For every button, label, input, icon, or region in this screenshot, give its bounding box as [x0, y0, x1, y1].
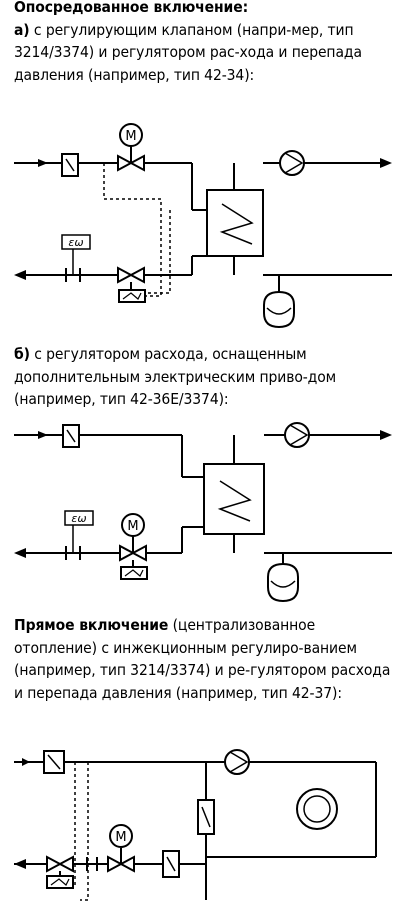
section-2-text: б) с регулятором расхода, оснащенным доп… — [14, 343, 394, 411]
motor-icon — [119, 123, 143, 147]
heat-meter-label: εω — [68, 236, 83, 249]
motor-icon — [121, 513, 145, 537]
flow-sensor-mark — [65, 158, 75, 172]
heat-meter-label: εω — [71, 512, 86, 525]
item-b-description: с регулятором расхода, оснащенным дополн… — [14, 345, 337, 408]
impulse-line-2 — [145, 210, 171, 294]
regulator-spring — [122, 292, 142, 300]
pump-icon — [279, 150, 305, 176]
expansion-vessel-membrane — [266, 307, 292, 315]
motor-label: M — [115, 830, 126, 845]
pump-symbol — [284, 152, 304, 174]
section-3-text: Прямое включение (централизованное отопл… — [14, 614, 394, 704]
direct-connection-heading: Прямое включение — [14, 616, 169, 634]
diagram-indirect-flow-regulator: εω M — [14, 422, 392, 603]
regulator-actuator-icon — [118, 289, 146, 303]
secondary-flow-arrow-icon — [380, 158, 392, 168]
flow-regulator-left-icon — [117, 266, 134, 284]
heat-exchanger — [206, 189, 264, 257]
item-b-marker: б) — [14, 345, 30, 363]
flow-arrow-icon — [22, 758, 30, 766]
heat-exchanger-coil — [219, 203, 254, 245]
diagram-direct-injection: M — [14, 749, 377, 901]
bypass-check-mark — [201, 806, 211, 828]
indirect-connection-heading: Опосредованное включение: — [14, 0, 249, 16]
impulse-line-1 — [80, 762, 89, 901]
regulator-spring — [124, 569, 144, 577]
heat-exchanger-coil — [217, 480, 252, 522]
pump-icon — [224, 749, 250, 775]
expansion-vessel-icon — [263, 290, 295, 329]
flow-regulator-right-icon — [130, 544, 147, 562]
return-arrow-icon — [14, 270, 26, 280]
heat-meter-icon — [64, 510, 94, 526]
heat-exchanger — [203, 463, 265, 535]
expansion-vessel-membrane — [270, 580, 296, 588]
flow-regulator-mark — [47, 754, 61, 770]
flow-arrow-icon — [38, 431, 48, 439]
direct-connection-description: (централизованное отопление) с инжекцион… — [14, 616, 391, 702]
flow-regulator-left-icon — [119, 544, 136, 562]
flow-regulator-right-icon — [128, 266, 145, 284]
regulator-actuator-icon — [46, 875, 74, 889]
secondary-flow-arrow-icon — [380, 430, 392, 440]
section-1-text: Опосредованное включение: а) с регулирую… — [14, 0, 394, 86]
regulator-actuator-icon — [120, 566, 148, 580]
expansion-vessel-icon — [267, 562, 299, 603]
return-arrow-icon — [14, 859, 26, 869]
flow-arrow-icon — [38, 159, 48, 167]
regulator-right-icon — [57, 855, 74, 873]
impulse-line-1 — [103, 163, 162, 297]
pump-icon — [284, 422, 310, 448]
pump-symbol — [229, 751, 249, 773]
injection-valve-right-icon — [118, 855, 135, 873]
flow-sensor-mark — [66, 429, 76, 443]
diagram-indirect-control-valve: M εω — [14, 123, 392, 329]
control-valve-right-icon — [128, 154, 145, 172]
motor-icon — [109, 824, 133, 848]
return-arrow-icon — [14, 548, 26, 558]
pump-symbol — [289, 424, 309, 446]
motor-label: M — [125, 129, 136, 144]
regulator-left-icon — [46, 855, 63, 873]
item-a-marker: а) — [14, 20, 30, 39]
check-valve-mark — [166, 856, 176, 872]
injection-valve-left-icon — [107, 855, 124, 873]
radiator-inner-ring — [303, 795, 331, 823]
motor-label: M — [127, 519, 138, 534]
regulator-spring — [50, 878, 70, 886]
heat-meter-icon — [61, 234, 91, 250]
item-a-description: с регулирующим клапаном (напри-мер, тип … — [14, 20, 362, 84]
control-valve-left-icon — [117, 154, 134, 172]
